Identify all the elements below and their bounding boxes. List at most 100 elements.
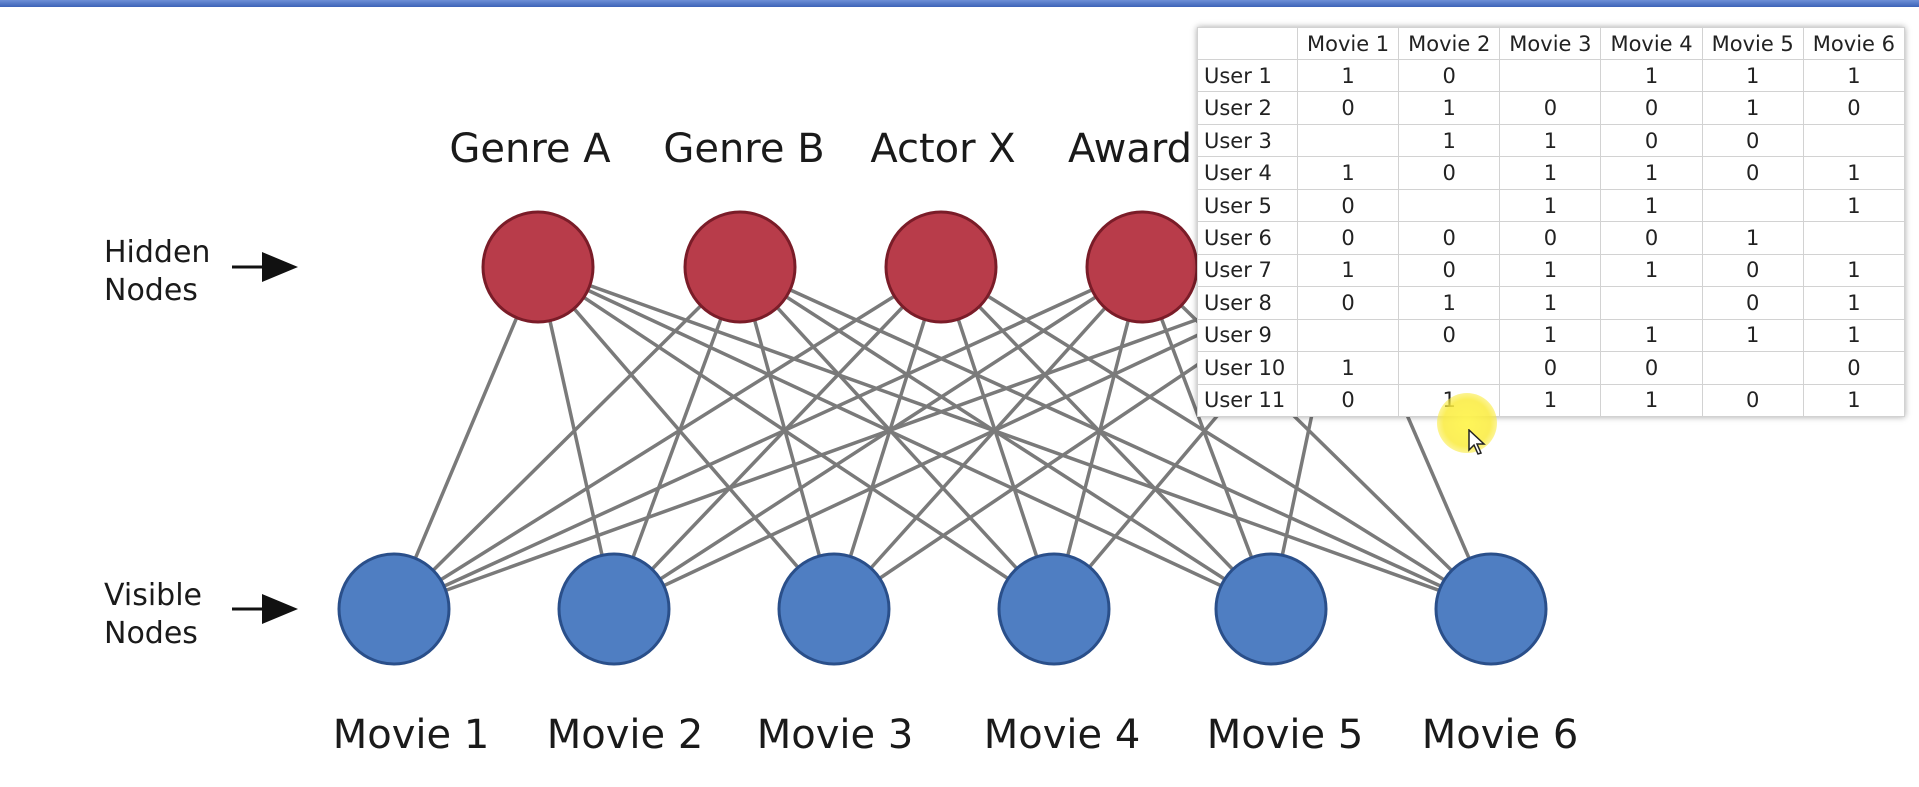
- edge-h3-v3: [832, 266, 943, 610]
- rating-cell: 1: [1499, 286, 1602, 320]
- edge-h1-v6: [537, 265, 1492, 611]
- rating-cell: 0: [1600, 91, 1703, 125]
- column-header-movie-2: Movie 2: [1398, 27, 1501, 60]
- rating-cell: 0: [1296, 286, 1400, 320]
- rating-cell: 0: [1802, 351, 1906, 385]
- rating-cell: 0: [1398, 58, 1501, 93]
- rating-cell: 1: [1600, 318, 1703, 353]
- edge-h1-v4: [537, 265, 1055, 611]
- rating-cell: 0: [1398, 221, 1501, 255]
- hidden-nodes-label-line1: Hidden: [104, 235, 210, 270]
- row-header-user: User 7: [1197, 253, 1298, 288]
- visible-node-label-6: Movie 6: [1422, 712, 1579, 758]
- row-header-user: User 8: [1197, 286, 1298, 320]
- edge-h3-v5: [939, 265, 1273, 611]
- edge-h5-v1: [393, 265, 1344, 611]
- table-row: User 11011101: [1197, 383, 1906, 418]
- rating-cell: 1: [1701, 221, 1804, 255]
- rating-cell: [1802, 123, 1906, 158]
- hidden-node-label-3: Actor X: [870, 126, 1015, 172]
- rating-cell: 1: [1296, 351, 1400, 385]
- visible-node-2: [557, 552, 671, 666]
- edge-h2-v1: [392, 265, 742, 611]
- rating-cell: 0: [1296, 91, 1400, 125]
- rating-cell: [1701, 188, 1804, 223]
- rating-cell: 0: [1600, 221, 1703, 255]
- edge-h2-v3: [738, 266, 836, 610]
- edge-h1-v5: [537, 265, 1272, 611]
- visible-nodes-label-line2: Nodes: [104, 616, 198, 651]
- rating-cell: 1: [1398, 286, 1501, 320]
- visible-node-label-3: Movie 3: [757, 712, 914, 758]
- rating-cell: 1: [1802, 286, 1906, 320]
- visible-node-label-2: Movie 2: [547, 712, 704, 758]
- edge-layer: [392, 265, 1493, 611]
- hidden-node-label-1: Genre A: [449, 126, 611, 172]
- rating-cell: 1: [1296, 58, 1400, 93]
- rating-cell: 0: [1296, 383, 1400, 418]
- rating-cell: 0: [1701, 253, 1804, 288]
- rating-cell: 1: [1802, 156, 1906, 190]
- row-header-user: User 5: [1197, 188, 1298, 223]
- cursor-highlight: [1437, 393, 1497, 453]
- edge-h2-v6: [739, 265, 1492, 611]
- rating-cell: 0: [1398, 253, 1501, 288]
- edge-h1-v1: [392, 266, 540, 610]
- edge-h2-v4: [738, 265, 1056, 611]
- edge-h2-v5: [739, 265, 1272, 611]
- edge-h2-v2: [612, 266, 742, 610]
- rating-cell: 1: [1499, 123, 1602, 158]
- rating-cell: 1: [1600, 156, 1703, 190]
- rating-cell: 1: [1600, 188, 1703, 223]
- rating-cell: 1: [1296, 253, 1400, 288]
- row-header-user: User 2: [1197, 91, 1298, 125]
- rating-cell: [1701, 351, 1804, 385]
- visible-node-1: [337, 552, 451, 666]
- rating-cell: 1: [1499, 253, 1602, 288]
- rating-cell: 0: [1296, 188, 1400, 223]
- rating-cell: 1: [1802, 58, 1906, 93]
- visible-node-4: [997, 552, 1111, 666]
- rating-cell: [1398, 188, 1501, 223]
- rating-cell: 0: [1600, 351, 1703, 385]
- table-corner-cell: [1197, 27, 1298, 60]
- edge-h3-v2: [612, 265, 943, 611]
- column-header-movie-3: Movie 3: [1499, 27, 1602, 60]
- visible-node-label-4: Movie 4: [984, 712, 1141, 758]
- row-header-user: User 10: [1197, 351, 1298, 385]
- rating-cell: 0: [1499, 91, 1602, 125]
- row-header-user: User 4: [1197, 156, 1298, 190]
- rating-cell: 1: [1499, 156, 1602, 190]
- rating-cell: 0: [1398, 156, 1501, 190]
- visible-node-label-5: Movie 5: [1207, 712, 1364, 758]
- row-header-user: User 6: [1197, 221, 1298, 255]
- rating-cell: 0: [1499, 351, 1602, 385]
- hidden-node-label-4: Award: [1068, 126, 1192, 172]
- edge-h3-v1: [393, 265, 942, 611]
- column-header-movie-5: Movie 5: [1701, 27, 1804, 60]
- edge-h3-v6: [940, 265, 1492, 611]
- row-header-user: User 11: [1197, 383, 1298, 418]
- visible-node-6: [1434, 552, 1548, 666]
- rating-cell: [1296, 123, 1400, 158]
- edge-h4-v1: [393, 265, 1143, 611]
- mouse-cursor-icon: [1468, 429, 1486, 455]
- hidden-node-label-2: Genre B: [663, 126, 824, 172]
- rating-cell: 0: [1701, 156, 1804, 190]
- rating-cell: 0: [1701, 286, 1804, 320]
- column-header-movie-4: Movie 4: [1600, 27, 1703, 60]
- rating-cell: 1: [1701, 318, 1804, 353]
- column-header-movie-6: Movie 6: [1802, 27, 1906, 60]
- edge-h4-v5: [1140, 266, 1273, 610]
- column-header-movie-1: Movie 1: [1296, 27, 1400, 60]
- rating-cell: 0: [1499, 221, 1602, 255]
